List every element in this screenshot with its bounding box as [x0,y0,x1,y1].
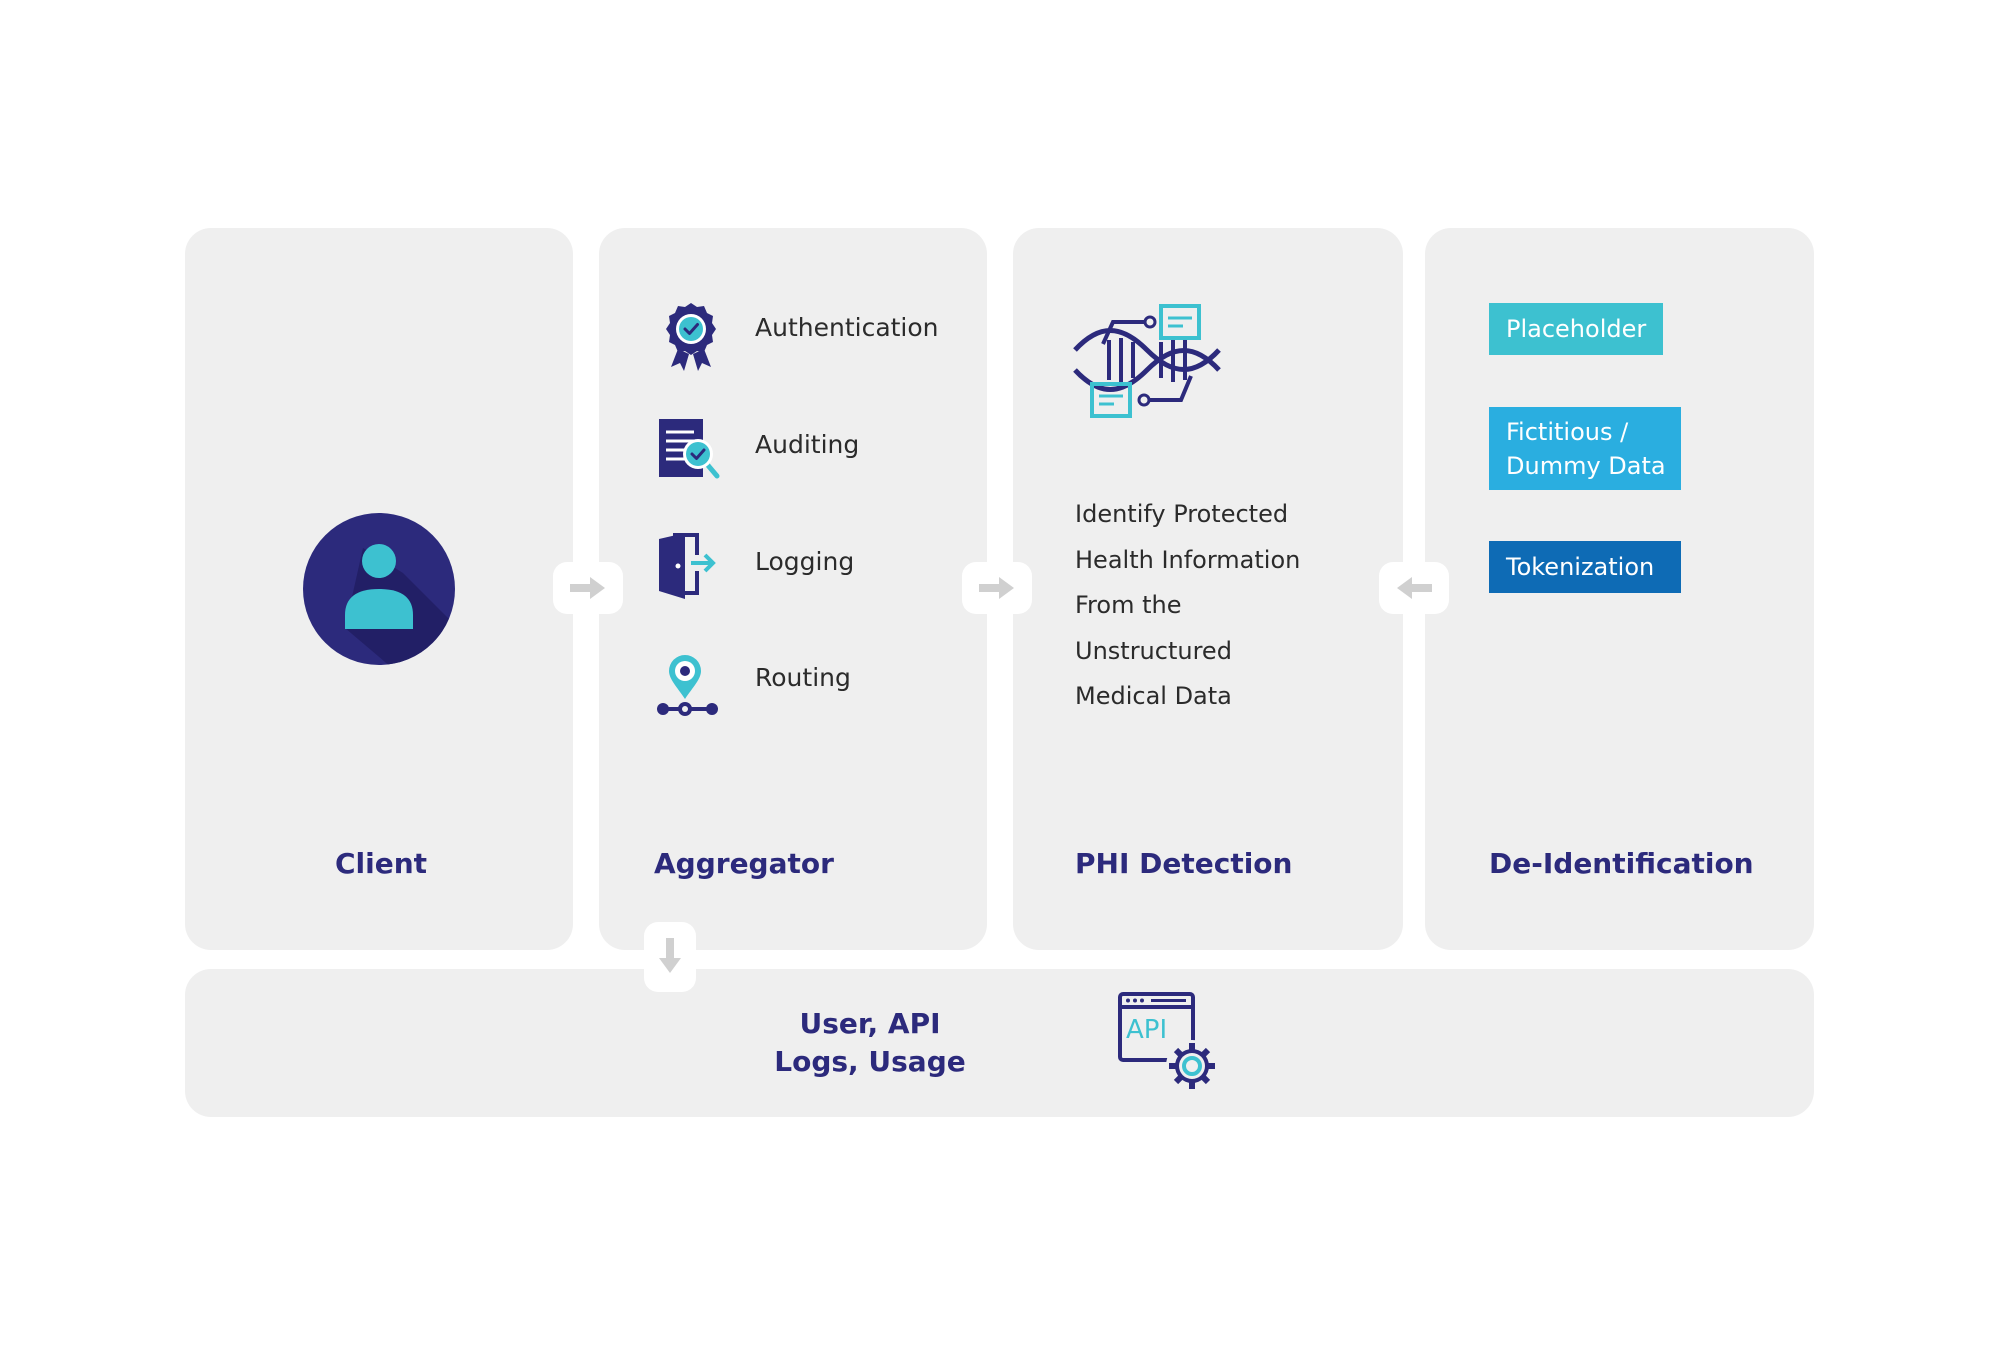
phi-description-line: Identify Protected [1075,500,1289,528]
tag-tokenization: Tokenization [1489,541,1681,593]
arrow-left-icon [1397,577,1432,599]
document-search-icon [651,408,731,488]
tag-label: Tokenization [1506,553,1655,581]
tag-fictitious-dummy-data: Fictitious / Dummy Data [1489,407,1681,490]
client-title: Client [335,847,428,880]
phi-detection-title: PHI Detection [1075,847,1293,880]
dna-icon [1073,300,1223,450]
phi-description-line: Unstructured [1075,636,1232,665]
feature-label: Logging [755,547,855,576]
svg-text:API: API [1126,1015,1167,1045]
tag-placeholder: Placeholder [1489,303,1663,355]
phi-description-line: Medical Data [1075,682,1232,710]
door-exit-icon [651,525,731,605]
arrow-right-icon [570,577,605,599]
tag-label: Dummy Data [1506,451,1666,480]
aggregator-title: Aggregator [654,847,834,880]
usage-label: User, API Logs, Usage [700,1005,1040,1081]
usage-panel [185,969,1814,1117]
badge-check-icon [651,291,731,371]
tag-label: Placeholder [1506,315,1647,343]
feature-authentication: Authentication [599,291,949,371]
feature-label: Auditing [755,430,860,459]
client-to-aggregator-connector [553,562,623,614]
arrow-right-icon [979,577,1014,599]
deid-to-phi-connector [1379,562,1449,614]
feature-auditing: Auditing [599,408,949,488]
feature-label: Routing [755,663,851,692]
feature-routing: Routing [599,641,949,721]
feature-logging: Logging [599,525,949,605]
aggregator-to-phi-connector [962,562,1032,614]
usage-label-line: User, API [799,1007,941,1040]
phi-description-line: Health Information [1075,545,1301,574]
phi-description-line: From the [1075,591,1182,619]
feature-label: Authentication [755,313,939,342]
tag-label: Fictitious / [1506,417,1629,446]
arrow-down-icon [659,938,681,973]
phi-description: Identify Protected Health Information Fr… [1075,492,1325,720]
usage-label-line: Logs, Usage [774,1045,966,1078]
de-identification-title: De-Identification [1489,847,1754,880]
user-icon [303,513,455,665]
api-settings-icon: API [1115,987,1225,1097]
route-pin-icon [651,641,731,721]
aggregator-to-usage-connector [644,922,696,992]
